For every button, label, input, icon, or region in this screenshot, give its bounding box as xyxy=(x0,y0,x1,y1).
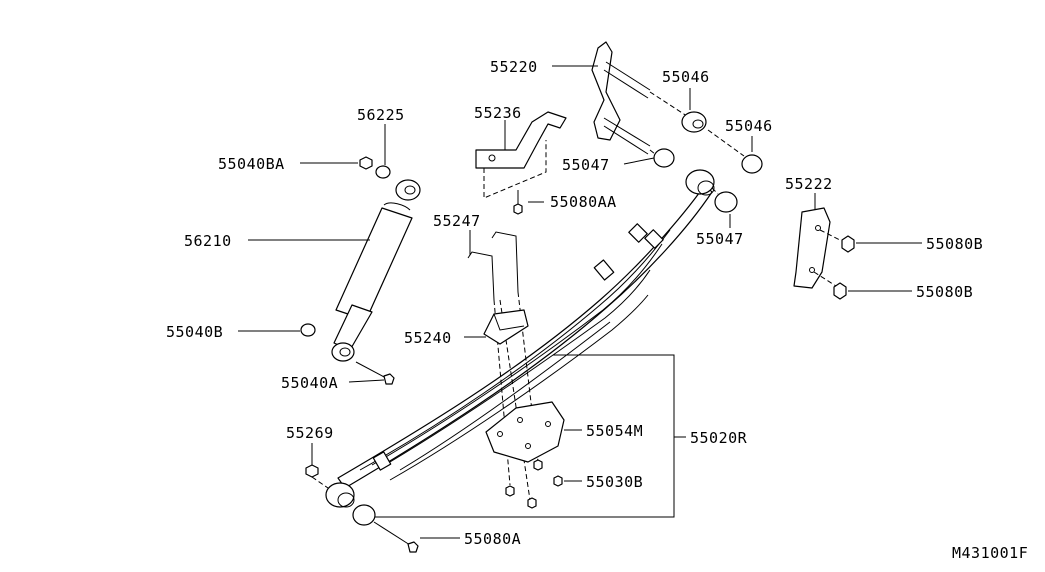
bracket-55236 xyxy=(475,111,567,199)
label-55040b[interactable]: 55040B xyxy=(166,323,223,341)
shock-absorber xyxy=(331,179,421,362)
label-55020r[interactable]: 55020R xyxy=(690,429,748,447)
label-56210[interactable]: 56210 xyxy=(184,232,232,250)
label-55080b-lower[interactable]: 55080B xyxy=(916,283,973,301)
spring-seat xyxy=(483,309,529,345)
label-55240[interactable]: 55240 xyxy=(404,329,452,347)
label-55046-upper[interactable]: 55046 xyxy=(662,68,710,86)
label-55222[interactable]: 55222 xyxy=(785,175,833,193)
leader-lines xyxy=(238,65,922,539)
label-55040a[interactable]: 55040A xyxy=(281,374,338,392)
label-55046-lower[interactable]: 55046 xyxy=(725,117,773,135)
label-56225[interactable]: 56225 xyxy=(357,106,405,124)
diagram-id: M431001F xyxy=(952,544,1028,562)
label-55054m[interactable]: 55054M xyxy=(586,422,643,440)
label-55236[interactable]: 55236 xyxy=(474,104,522,122)
label-55080a[interactable]: 55080A xyxy=(464,530,521,548)
label-55040ba[interactable]: 55040BA xyxy=(218,155,285,173)
label-55269[interactable]: 55269 xyxy=(286,424,334,442)
fasteners xyxy=(300,156,855,553)
label-55080aa[interactable]: 55080AA xyxy=(550,193,617,211)
leaf-spring-assembly xyxy=(325,169,715,518)
label-55030b[interactable]: 55030B xyxy=(586,473,643,491)
shackle-bushings xyxy=(653,111,763,213)
part-labels: 55220 55046 55046 56225 55236 55040BA 55… xyxy=(166,58,1028,562)
label-55080b-upper[interactable]: 55080B xyxy=(926,235,983,253)
spring-plate xyxy=(485,401,565,463)
label-55047-upper[interactable]: 55047 xyxy=(562,156,610,174)
spring-shackle xyxy=(591,41,691,159)
label-55247[interactable]: 55247 xyxy=(433,212,481,230)
bracket-55222 xyxy=(793,207,841,289)
label-55047-lower[interactable]: 55047 xyxy=(696,230,744,248)
label-55220[interactable]: 55220 xyxy=(490,58,538,76)
